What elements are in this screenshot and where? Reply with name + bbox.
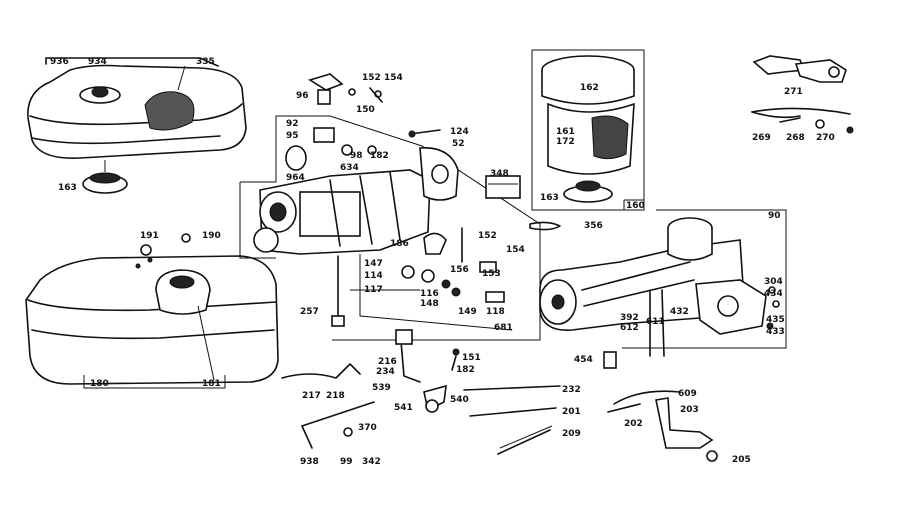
- lower-fuel-tank: [25, 233, 279, 389]
- label-335: 335: [196, 57, 215, 67]
- label-257: 257: [300, 307, 319, 317]
- label-202: 202: [624, 419, 643, 429]
- label-539: 539: [372, 383, 391, 393]
- governor-lever-parts: [751, 55, 854, 134]
- label-271: 271: [784, 87, 803, 97]
- label-609: 609: [678, 389, 697, 399]
- label-154b: 154: [506, 245, 525, 255]
- label-180: 180: [90, 379, 109, 389]
- label-186: 186: [390, 239, 409, 249]
- label-270: 270: [816, 133, 835, 143]
- label-150: 150: [356, 105, 375, 115]
- label-116: 116: [420, 289, 439, 299]
- label-964: 964: [286, 173, 305, 183]
- label-232: 232: [562, 385, 581, 395]
- label-156: 156: [450, 265, 469, 275]
- label-218: 218: [326, 391, 345, 401]
- label-611: 611: [646, 317, 665, 327]
- right-carburetor: [539, 209, 787, 369]
- label-540: 540: [450, 395, 469, 405]
- label-117: 117: [364, 285, 383, 295]
- label-163a: 163: [58, 183, 77, 193]
- label-205: 205: [732, 455, 751, 465]
- label-118: 118: [486, 307, 505, 317]
- label-348: 348: [490, 169, 509, 179]
- label-191: 191: [140, 231, 159, 241]
- label-181: 181: [202, 379, 221, 389]
- label-269: 269: [752, 133, 771, 143]
- label-152b: 152: [478, 231, 497, 241]
- label-370: 370: [358, 423, 377, 433]
- label-268: 268: [786, 133, 805, 143]
- label-162: 162: [580, 83, 599, 93]
- label-356: 356: [584, 221, 603, 231]
- label-163b: 163: [540, 193, 559, 203]
- label-153: 153: [482, 269, 501, 279]
- float-needle-parts: [350, 175, 521, 331]
- label-216: 216: [378, 357, 397, 367]
- label-148: 148: [420, 299, 439, 309]
- label-152a: 152: [362, 73, 381, 83]
- label-434: 434: [764, 289, 783, 299]
- label-190: 190: [202, 231, 221, 241]
- label-612: 612: [620, 323, 639, 333]
- upper-fuel-tank: [27, 57, 247, 194]
- label-541: 541: [394, 403, 413, 413]
- label-161: 161: [556, 127, 575, 137]
- label-634: 634: [340, 163, 359, 173]
- main-carburetor: [239, 115, 541, 341]
- label-435: 435: [766, 315, 785, 325]
- label-147: 147: [364, 259, 383, 269]
- label-203: 203: [680, 405, 699, 415]
- label-96: 96: [296, 91, 309, 101]
- label-938: 938: [300, 457, 319, 467]
- label-154a: 154: [384, 73, 403, 83]
- label-433: 433: [766, 327, 785, 337]
- part-labels: 936 934 335 163 96 152 154 150 92 95 98 …: [50, 57, 835, 467]
- label-681: 681: [494, 323, 513, 333]
- label-432: 432: [670, 307, 689, 317]
- label-98: 98: [350, 151, 363, 161]
- air-cleaner-assembly: [529, 49, 645, 231]
- label-160: 160: [626, 201, 645, 211]
- label-182b: 182: [456, 365, 475, 375]
- label-234: 234: [376, 367, 395, 377]
- label-99: 99: [340, 457, 353, 467]
- label-934: 934: [88, 57, 107, 67]
- label-182: 182: [370, 151, 389, 161]
- label-95: 95: [286, 131, 299, 141]
- label-209: 209: [562, 429, 581, 439]
- linkage-rods: [281, 329, 718, 462]
- label-90: 90: [768, 211, 781, 221]
- label-201: 201: [562, 407, 581, 417]
- label-217: 217: [302, 391, 321, 401]
- label-454: 454: [574, 355, 593, 365]
- label-52: 52: [452, 139, 465, 149]
- choke-parts: [308, 73, 441, 156]
- label-151: 151: [462, 353, 481, 363]
- label-172: 172: [556, 137, 575, 147]
- label-342: 342: [362, 457, 381, 467]
- label-124: 124: [450, 127, 469, 137]
- label-392: 392: [620, 313, 639, 323]
- label-149: 149: [458, 307, 477, 317]
- label-114: 114: [364, 271, 383, 281]
- label-92: 92: [286, 119, 299, 129]
- label-304: 304: [764, 277, 783, 287]
- label-936: 936: [50, 57, 69, 67]
